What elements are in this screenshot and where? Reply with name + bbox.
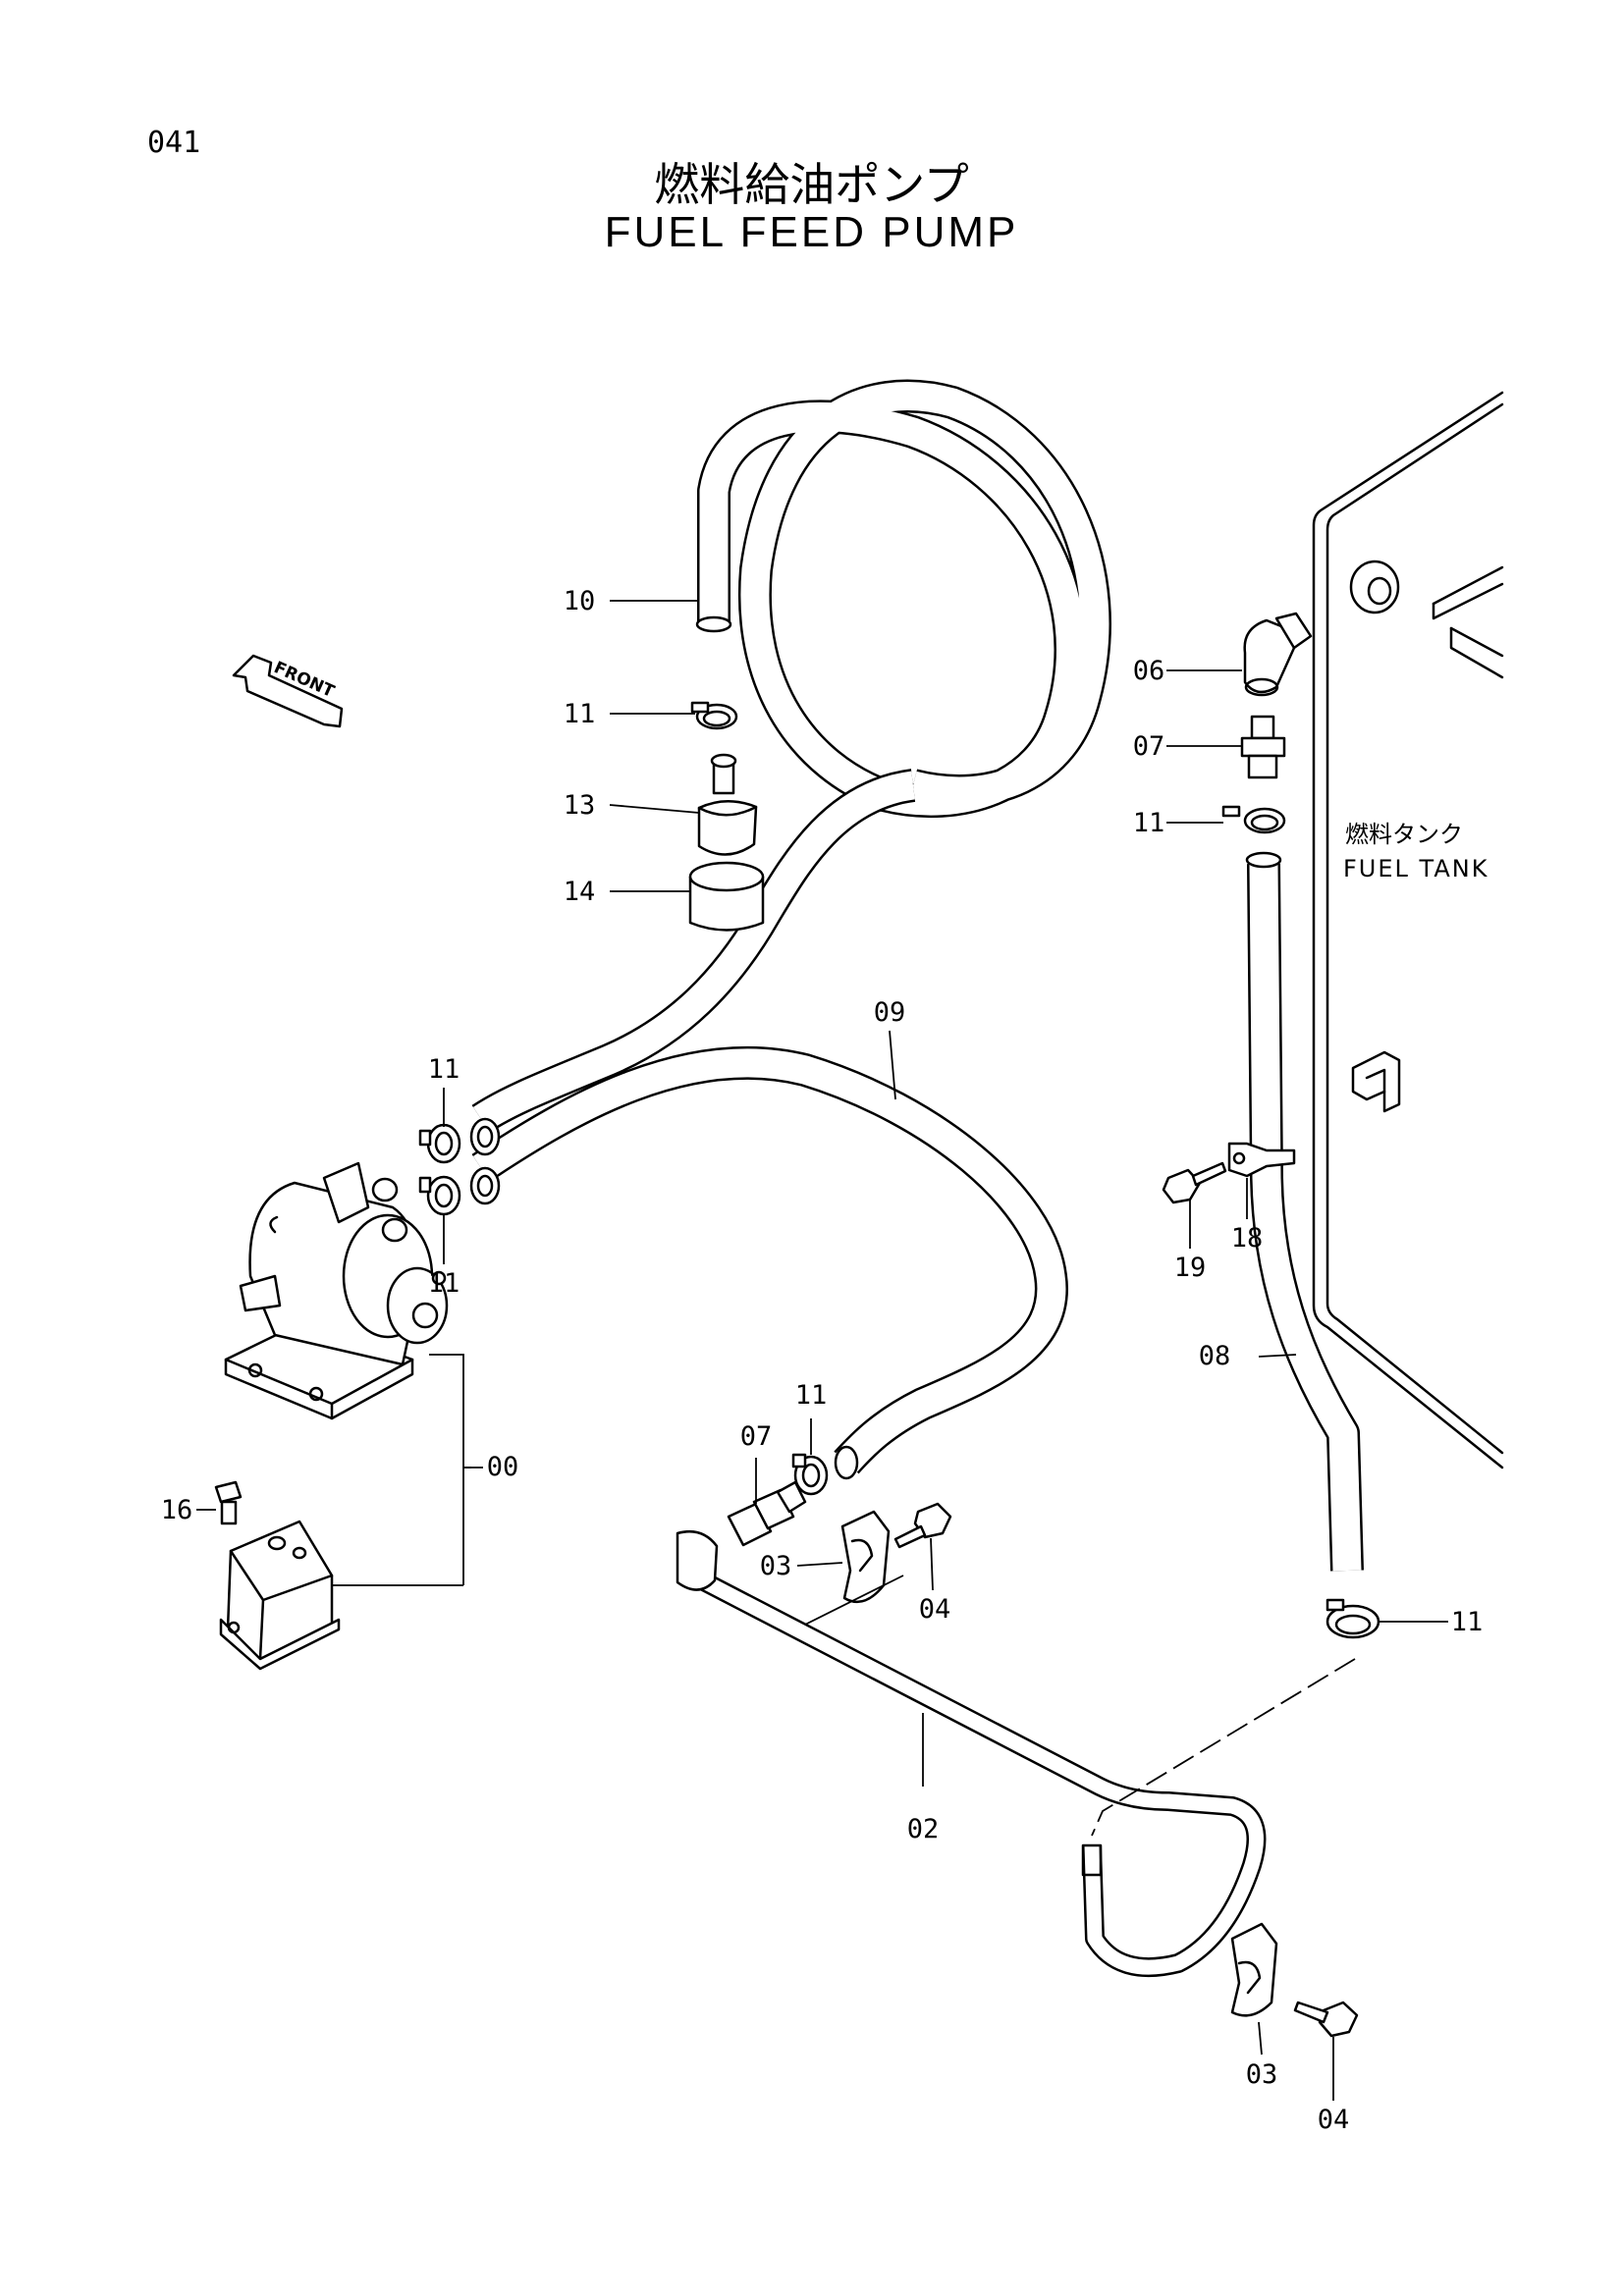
callout-04-lower: 04 — [1318, 2105, 1350, 2135]
callout-11-tank: 11 — [1133, 808, 1165, 838]
callout-10: 10 — [564, 586, 596, 616]
hose-09 — [469, 1045, 1068, 1480]
hose-clamp-11-pump-lower — [418, 1175, 461, 1216]
callout-11-lower-right: 11 — [1451, 1607, 1484, 1637]
callout-14: 14 — [564, 877, 596, 907]
callout-08: 08 — [1199, 1341, 1231, 1371]
fuel-tank-label-english: FUEL TANK — [1343, 855, 1488, 882]
sleeve-14 — [688, 861, 765, 932]
screw-16 — [214, 1480, 243, 1525]
diagram-title-japanese: 燃料給油ポンプ — [654, 158, 969, 211]
callout-06: 06 — [1133, 656, 1165, 686]
bolt-04-lower — [1293, 2001, 1359, 2038]
callout-02: 02 — [907, 1814, 940, 1844]
nipple-07-pipe — [727, 1480, 807, 1547]
hose-clamp-11-upper-left — [690, 701, 738, 730]
callout-11-pump-lower: 11 — [428, 1268, 460, 1299]
page-number: 041 — [147, 126, 201, 160]
coiled-hose-10 — [471, 379, 1111, 1134]
elbow-06 — [1243, 612, 1313, 697]
controller-box — [219, 1520, 341, 1671]
hose-clamp-11-pump-upper — [418, 1123, 461, 1164]
pipe-clamp-03-upper — [840, 1510, 891, 1604]
front-direction-arrow: FRONT — [232, 654, 344, 728]
callout-18: 18 — [1231, 1223, 1264, 1254]
hose-clamp-11-lower-right — [1325, 1598, 1380, 1639]
fuel-tank-note: 燃料タンク FUEL TANK — [1343, 821, 1488, 882]
bolt-19 — [1162, 1161, 1227, 1204]
callout-16: 16 — [161, 1495, 193, 1525]
callout-11-pipe: 11 — [795, 1380, 828, 1411]
leader-lines — [196, 600, 1448, 2101]
callout-11-pump-upper: 11 — [428, 1054, 460, 1085]
callout-09: 09 — [874, 997, 906, 1028]
hose-clamp-11-tank — [1221, 805, 1286, 834]
fuel-feed-pump — [224, 1161, 449, 1420]
pipe-02 — [676, 1529, 1267, 1978]
callout-07-tank: 07 — [1133, 731, 1165, 762]
fuel-tank-outline — [1312, 391, 1504, 1469]
callout-13: 13 — [564, 790, 596, 821]
fuel-tank-label-japanese: 燃料タンク — [1345, 821, 1463, 848]
adapter-13 — [697, 753, 758, 856]
hose-08 — [1245, 851, 1364, 1572]
callout-03-lower: 03 — [1246, 2059, 1278, 2090]
clip-18 — [1227, 1142, 1296, 1178]
callout-00: 00 — [487, 1452, 519, 1482]
bolt-04-upper — [893, 1502, 952, 1549]
callout-04-upper: 04 — [919, 1594, 951, 1625]
callout-19: 19 — [1174, 1253, 1207, 1283]
diagram-title-english: FUEL FEED PUMP — [604, 208, 1019, 256]
callout-03-upper: 03 — [760, 1551, 792, 1581]
pipe-clamp-03-lower — [1230, 1922, 1278, 2017]
hose-clamp-11-pipe — [791, 1453, 829, 1496]
callout-11-clamp: 11 — [564, 699, 596, 729]
callout-labels: 10 11 13 14 06 07 11 09 11 11 19 18 08 0… — [161, 586, 1484, 2135]
callout-07-pipe: 07 — [740, 1421, 773, 1452]
nipple-07-tank — [1240, 715, 1286, 779]
